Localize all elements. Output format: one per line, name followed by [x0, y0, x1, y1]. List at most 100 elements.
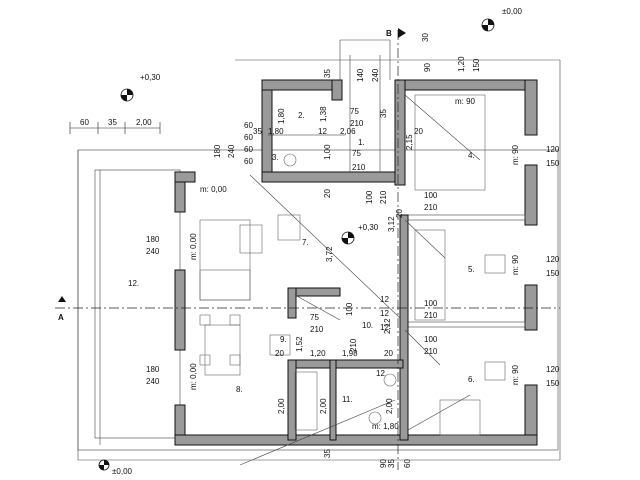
room-number: 11. [342, 395, 353, 404]
dim-text: 240 [146, 377, 160, 386]
dim-text: 75 [350, 107, 359, 116]
room-number: 12. [128, 279, 139, 288]
level-marker-icon [481, 18, 495, 32]
dim-text: 2,12 [383, 318, 392, 334]
dim-text: 20 [414, 127, 423, 136]
room-number: 3. [272, 153, 279, 162]
dim-text: 150 [546, 269, 560, 278]
dim-text: 180 [213, 144, 222, 158]
dim-text: 1,38 [319, 106, 328, 122]
dim-text: 2,00 [385, 398, 394, 414]
dim-text: 12 [376, 369, 385, 378]
dim-text: 1,98 [342, 349, 358, 358]
dim-text: 1,00 [323, 144, 332, 160]
dim-text: 240 [371, 68, 380, 82]
dim-text: 180 [146, 235, 160, 244]
dim-text: 100 [424, 191, 438, 200]
dim-text: 60 [244, 145, 253, 154]
dim-text: 2,06 [340, 127, 356, 136]
room-number: 9. [280, 335, 287, 344]
dim-text: 60 [80, 118, 89, 127]
dim-text: 12 [318, 127, 327, 136]
dim-text: 20 [323, 189, 332, 198]
level-label: ±0,00 [112, 467, 133, 476]
dim-text: 35 [323, 69, 332, 78]
dim-text: 100 [345, 302, 354, 316]
dim-text: 100 [424, 299, 438, 308]
dim-text: 210 [379, 190, 388, 204]
section-labels: B A [58, 29, 392, 322]
room-number: 6. [468, 375, 475, 384]
dim-text: 210 [352, 163, 366, 172]
level-label: +0,30 [358, 223, 379, 232]
floor-mark: m: 1,80 [372, 422, 399, 431]
dim-text: 210 [424, 203, 438, 212]
furniture [199, 94, 506, 436]
dim-text: 120 [546, 365, 560, 374]
dim-text: 30 [421, 33, 430, 42]
dim-text: 2,15 [405, 134, 414, 150]
dim-text: 35 [108, 118, 117, 127]
room-number: 5. [468, 265, 475, 274]
dim-text: 1,20 [457, 56, 466, 72]
room-number: 1. [358, 138, 365, 147]
dim-text: 75 [352, 149, 361, 158]
room-number: 7. [302, 238, 309, 247]
dim-text: 20 [384, 349, 393, 358]
stair-lines [239, 39, 481, 466]
dim-text: 12 [380, 295, 389, 304]
floor-mark: m: 0,00 [189, 363, 198, 390]
dim-text: 240 [227, 144, 236, 158]
level-marker-icon [120, 88, 134, 102]
dim-text: 1,20 [310, 349, 326, 358]
room-numbers: 1. 2. 3. 4. 5. 6. 7. 8. 9. 10. 11. 12. [128, 111, 475, 404]
level-label: +0,30 [140, 73, 161, 82]
dim-text: 140 [356, 68, 365, 82]
floor-marks: m: 90 m: 0,00 m: 0,00 m: 0,00 m: 90 m: 9… [189, 97, 520, 431]
dim-text: 90 [423, 63, 432, 72]
level-label: ±0,00 [502, 7, 523, 16]
dim-text: 60 [403, 459, 412, 468]
dim-text: 3,72 [325, 246, 334, 262]
floor-mark: m: 90 [511, 254, 520, 275]
room-number: 4. [468, 151, 475, 160]
dim-text: 1,52 [295, 336, 304, 352]
dim-text: 35 [387, 459, 396, 468]
dim-text: 150 [546, 159, 560, 168]
dim-text: 1,80 [268, 127, 284, 136]
dim-text: 60 [244, 157, 253, 166]
room-number: 8. [236, 385, 243, 394]
dim-text: 60 [244, 133, 253, 142]
section-b-marker-icon [398, 28, 406, 38]
dim-text: 20 [275, 349, 284, 358]
room-number: 2. [298, 111, 305, 120]
dim-text: 210 [424, 311, 438, 320]
building-outline [77, 149, 559, 451]
floor-mark: m: 90 [455, 97, 476, 106]
dim-text: 240 [146, 247, 160, 256]
dim-text: 3,12 [387, 216, 396, 232]
partition [404, 214, 526, 221]
dim-text: 2,00 [277, 398, 286, 414]
section-label: B [386, 29, 392, 38]
dim-text: 20 [395, 209, 404, 218]
dim-text: 150 [546, 379, 560, 388]
dim-text: 210 [310, 325, 324, 334]
level-labels: ±0,00 +0,30 +0,30 ±0,00 [112, 7, 523, 476]
dim-text: 100 [365, 190, 374, 204]
dim-text: 2,00 [319, 398, 328, 414]
room-number: 10. [362, 321, 373, 330]
dim-text: 210 [349, 338, 358, 352]
dim-text: 120 [546, 145, 560, 154]
dim-text: 2,00 [136, 118, 152, 127]
floor-mark: m: 90 [511, 364, 520, 385]
dim-text: 35 [253, 127, 262, 136]
floor-mark: m: 0,00 [189, 233, 198, 260]
dim-text: 120 [546, 255, 560, 264]
dim-text: 35 [379, 109, 388, 118]
level-marker-icon [98, 459, 110, 471]
section-label: A [58, 313, 64, 322]
terrace-outline [94, 169, 181, 439]
dim-text: 75 [310, 313, 319, 322]
